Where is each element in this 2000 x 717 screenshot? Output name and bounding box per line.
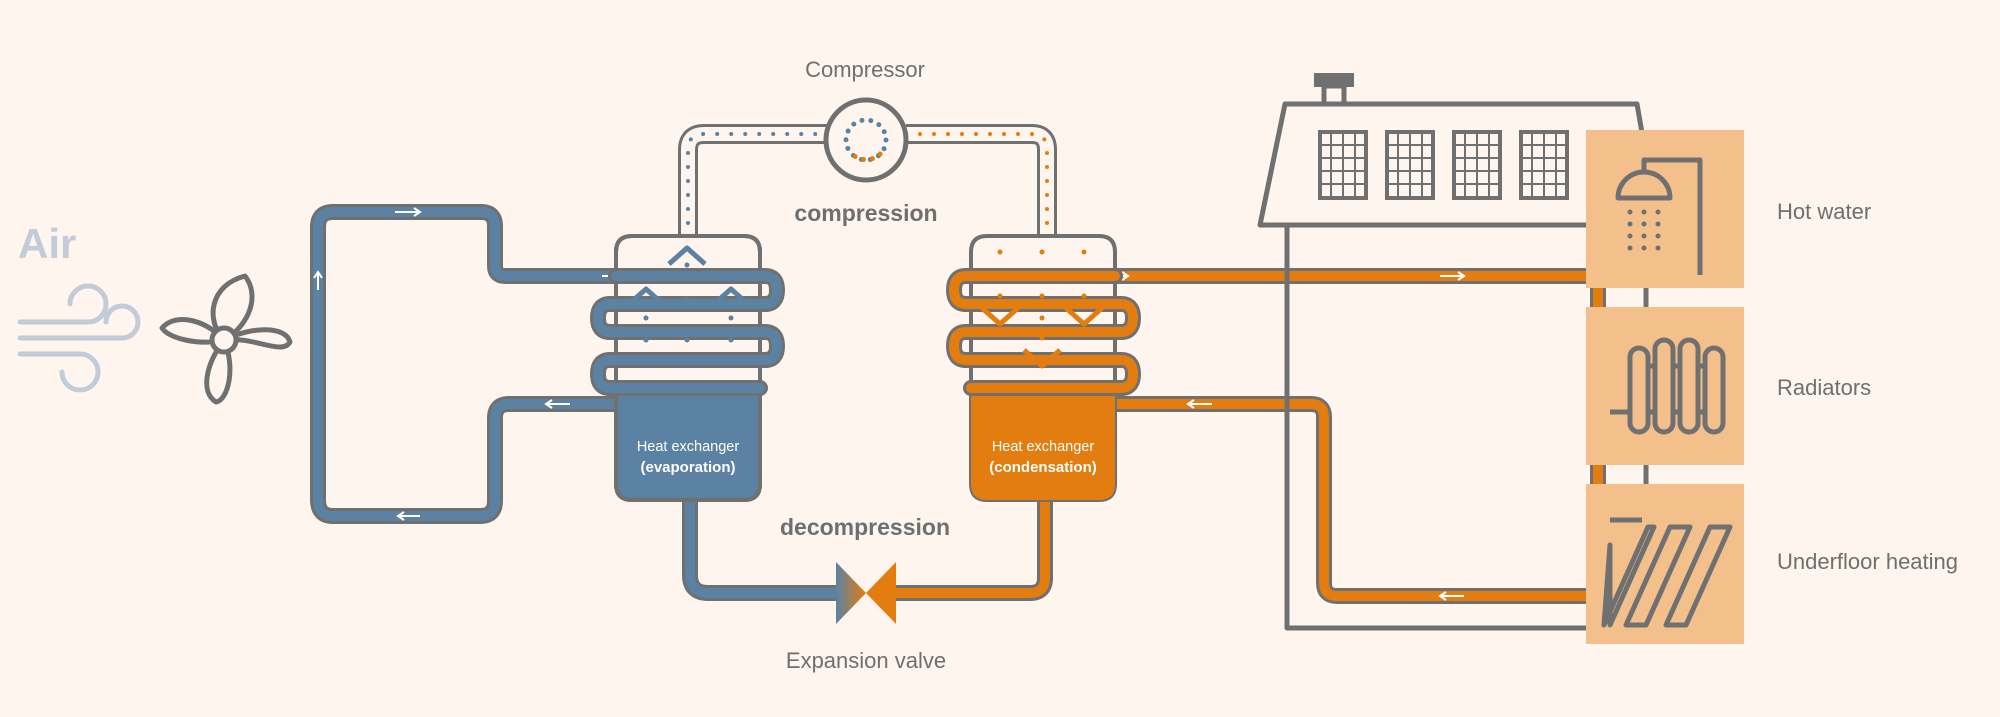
evaporator: Heat exchanger (evaporation) xyxy=(590,234,785,502)
condenser-subtitle: (condensation) xyxy=(989,459,1097,476)
condenser: Heat exchanger (condensation) xyxy=(946,234,1141,502)
solar-panel-icon xyxy=(1318,130,1569,200)
compressor-icon xyxy=(823,97,909,183)
wind-icon xyxy=(17,283,141,393)
air-label: Air xyxy=(18,220,76,267)
hot-water-label: Hot water xyxy=(1777,199,1871,224)
expansion-valve-icon xyxy=(836,562,896,624)
compression-label: compression xyxy=(794,200,937,226)
underfloor-icon xyxy=(1601,517,1733,628)
radiators-panel xyxy=(1586,307,1744,465)
expansion-valve-label: Expansion valve xyxy=(786,648,946,673)
radiator-icon xyxy=(1610,337,1726,435)
radiators-label: Radiators xyxy=(1777,375,1871,400)
cold-flow-arrows xyxy=(313,207,628,521)
compressor-pipes xyxy=(678,124,1057,239)
chimney-icon xyxy=(1314,73,1354,107)
hot-water-panel xyxy=(1586,130,1744,288)
shower-icon xyxy=(1615,157,1703,275)
hot-flow-arrows xyxy=(1104,271,1603,601)
fan-icon xyxy=(159,273,293,405)
evaporator-title: Heat exchanger xyxy=(637,439,740,455)
evaporator-subtitle: (evaporation) xyxy=(640,459,735,476)
underfloor-heating-label: Underfloor heating xyxy=(1777,549,1958,574)
condenser-title: Heat exchanger xyxy=(992,439,1095,455)
underfloor-panel xyxy=(1586,484,1744,644)
decompression-label: decompression xyxy=(780,514,950,540)
compressor-label: Compressor xyxy=(805,57,925,82)
